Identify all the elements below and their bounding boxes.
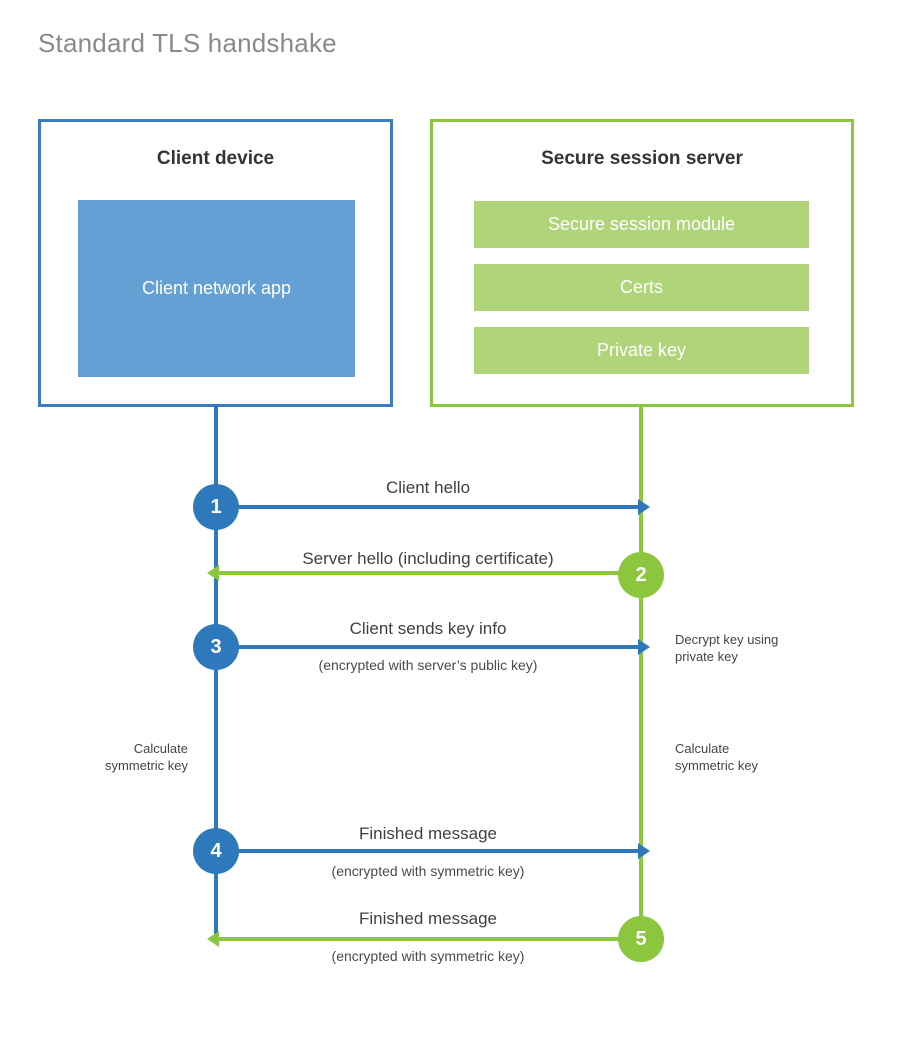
server-module-certs: Certs: [474, 264, 809, 311]
step-5-label: Finished message: [359, 909, 497, 928]
arrow-step-4: [216, 843, 650, 859]
step-3-sublabel: (encrypted with server’s public key): [318, 657, 538, 673]
secure-session-server-panel: Secure session server Secure session mod…: [430, 119, 854, 407]
server-module-private-key: Private key: [474, 327, 809, 374]
arrow-step-2: [207, 565, 639, 581]
client-lifeline: [214, 406, 218, 943]
arrow-step-1: [216, 499, 650, 515]
note-decrypt-key: Decrypt key using private key: [675, 631, 875, 665]
step-circle-4: 4: [193, 828, 239, 874]
arrow-head-icon: [638, 843, 650, 859]
note-decrypt-key-line-1: Decrypt key using: [675, 632, 779, 647]
note-calculate-symmetric-key-client: Calculate symmetric key: [20, 740, 188, 774]
note-calc-server-line-1: Calculate: [675, 741, 730, 756]
step-4-sublabel: (encrypted with symmetric key): [331, 863, 525, 879]
step-circle-3: 3: [193, 624, 239, 670]
note-decrypt-key-line-2: private key: [675, 649, 738, 664]
step-1-label: Client hello: [385, 478, 471, 497]
step-circle-1: 1: [193, 484, 239, 530]
client-network-app-block: Client network app: [78, 200, 355, 377]
step-3-label: Client sends key info: [349, 619, 507, 638]
client-device-panel: Client device Client network app: [38, 119, 393, 407]
arrow-head-icon: [638, 499, 650, 515]
step-5-sublabel: (encrypted with symmetric key): [331, 948, 525, 964]
note-calc-client-line-1: Calculate: [133, 741, 188, 756]
note-calc-server-line-2: symmetric key: [675, 758, 759, 773]
server-lifeline: [639, 406, 643, 939]
step-4-label: Finished message: [359, 824, 497, 843]
page-title: Standard TLS handshake: [38, 28, 337, 58]
note-calc-client-line-2: symmetric key: [104, 758, 188, 773]
secure-session-server-title: Secure session server: [541, 148, 743, 169]
step-2-label: Server hello (including certificate): [302, 549, 554, 568]
note-calculate-symmetric-key-server: Calculate symmetric key: [675, 740, 875, 774]
arrow-step-5: [207, 931, 639, 947]
client-device-title: Client device: [156, 148, 275, 169]
server-module-secure-session-module: Secure session module: [474, 201, 809, 248]
step-circle-5: 5: [618, 916, 664, 962]
arrow-head-icon: [207, 565, 219, 581]
arrow-head-icon: [207, 931, 219, 947]
arrow-head-icon: [638, 639, 650, 655]
arrow-step-3: [216, 639, 650, 655]
step-circle-2: 2: [618, 552, 664, 598]
